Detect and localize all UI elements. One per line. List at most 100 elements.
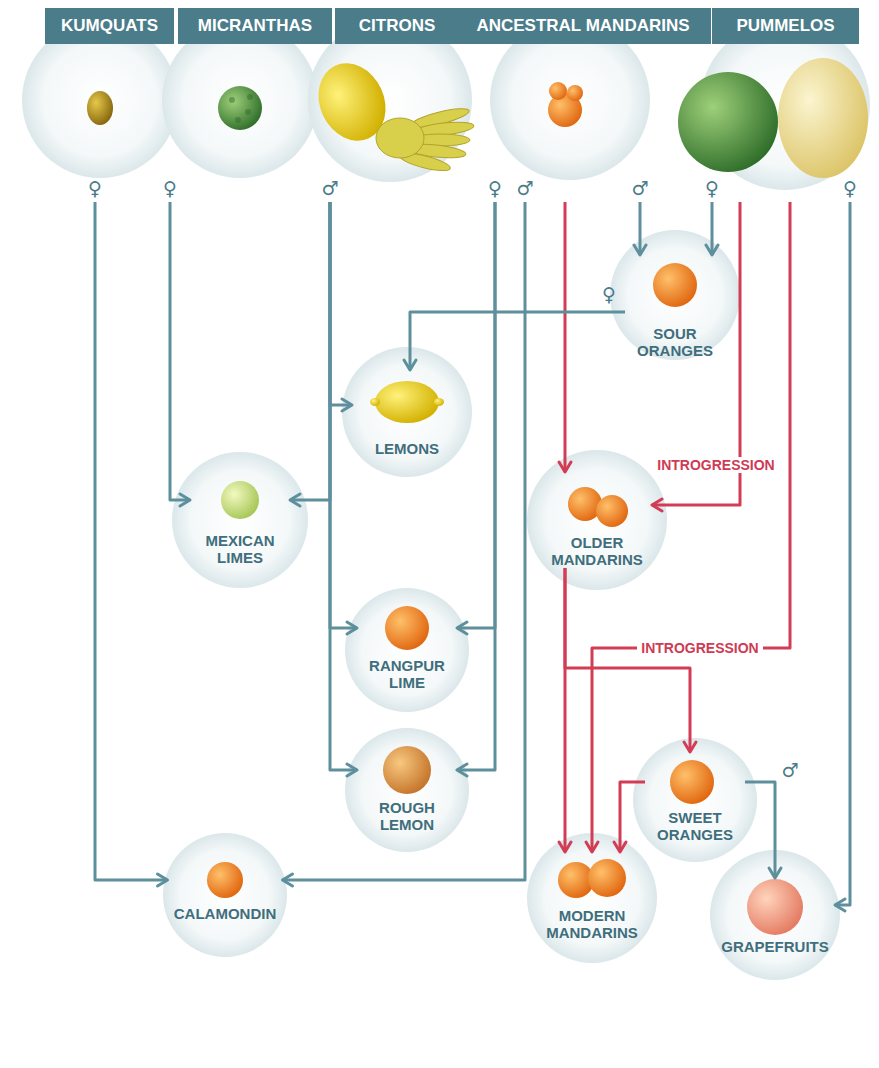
group-header: MICRANTHAS (165, 8, 332, 202)
arrow-head (706, 245, 718, 255)
connector-line (457, 202, 495, 770)
sex-symbol: ♀ (84, 176, 106, 200)
parent-connector (330, 202, 357, 776)
grapefruit-fruit (747, 879, 803, 935)
glow-circle (162, 22, 318, 178)
fruit-node: CALAMONDIN (168, 855, 283, 922)
sex-symbol: ♀ (839, 176, 861, 200)
glow-circle (527, 450, 667, 590)
fruit-nub (434, 398, 444, 406)
modern-mandarin-fruits (558, 859, 626, 898)
arrow-head (342, 399, 352, 411)
parent-connector (404, 312, 625, 370)
group-header: KUMQUATS (40, 8, 174, 202)
ancestral-mandarin-fruit (548, 82, 583, 127)
group-header: PUMMELOS (702, 8, 875, 202)
introgression-connector (565, 568, 696, 752)
pummelo-fruits (678, 58, 868, 178)
glow-circle (527, 833, 657, 963)
arrow-head (769, 868, 781, 878)
fruit-node: ROUGH LEMON (357, 742, 457, 833)
glow-circles (22, 18, 870, 980)
parent-connector (835, 202, 850, 911)
edge-label: INTROGRESSION (653, 457, 778, 473)
node-label: OLDER MANDARINS (542, 534, 652, 568)
older-mandarin-fruits (568, 487, 628, 527)
fruit-bump (229, 97, 235, 103)
arrow-head (347, 764, 357, 776)
connector-line (330, 202, 357, 770)
sex-symbol: ♂ (629, 176, 651, 200)
fruit-node: OLDER MANDARINS (542, 472, 652, 568)
node-label: MODERN MANDARINS (537, 907, 647, 941)
fruit-bump (235, 117, 241, 123)
arrow-head (290, 494, 300, 506)
arrow-head (614, 842, 626, 852)
connector-line (639, 202, 642, 255)
parent-connector (706, 202, 718, 255)
fruit-node: SOUR ORANGES (625, 255, 725, 359)
connector-line (457, 202, 495, 628)
connector-line (711, 202, 714, 255)
micrantha-fruit (218, 86, 262, 130)
fruit-bump (245, 109, 251, 115)
parent-connector (283, 202, 526, 886)
node-label: LEMONS (352, 440, 462, 457)
arrow-head (457, 764, 467, 776)
arrow-head (559, 842, 571, 852)
sex-symbol: ♂ (779, 758, 801, 782)
introgression-connector (559, 202, 571, 472)
group-header: CITRONS (327, 8, 459, 202)
glow-circle (490, 20, 650, 180)
mexican-lime-fruit (221, 481, 259, 519)
sex-symbol: ♀ (598, 282, 620, 306)
fruit-lobe (549, 82, 567, 100)
buddhas-hand-fruit (376, 105, 474, 174)
connector-line (620, 782, 645, 852)
fruit-node: GRAPEFRUITS (715, 878, 835, 955)
parent-connector (330, 202, 352, 411)
fruit-shape (87, 91, 113, 125)
sour-orange-fruit (653, 263, 697, 307)
sex-symbol: ♂ (514, 176, 536, 200)
connector-line (592, 202, 790, 852)
parent-connector (95, 202, 168, 886)
fruit-shape (375, 381, 439, 423)
fruit-lobe (567, 85, 583, 101)
rangpur-lime-fruit (385, 606, 429, 650)
glow-circle (22, 22, 178, 178)
arrow-head (347, 622, 357, 634)
node-label: GRAPEFRUITS (715, 938, 835, 955)
calamondin-fruit (207, 862, 243, 898)
connector-line (170, 202, 190, 500)
fruit-shape (596, 495, 628, 527)
sex-symbol: ♀ (484, 176, 506, 200)
glow-circle (163, 833, 287, 957)
arrow-head (457, 622, 467, 634)
hand-base (376, 118, 424, 158)
node-label: SWEET ORANGES (645, 809, 745, 843)
kumquat-fruit (87, 91, 113, 125)
sweet-orange-fruit (670, 760, 714, 804)
connector-line (745, 782, 775, 878)
arrow-head (283, 874, 293, 886)
connector-line (564, 202, 567, 472)
fruit-nub (370, 398, 380, 406)
connector-line (410, 312, 625, 370)
glow-circle (172, 452, 308, 588)
node-label: SOUR ORANGES (625, 325, 725, 359)
fruit-node: LEMONS (352, 370, 462, 457)
header-band: ANCESTRAL MANDARINS (455, 8, 711, 44)
arrow-head (684, 742, 696, 752)
fruit-shape (218, 86, 262, 130)
connector-line (565, 568, 690, 752)
lemon-fruit (370, 381, 444, 423)
fruit-node: RANGPUR LIME (357, 602, 457, 691)
node-label: ROUGH LEMON (357, 799, 457, 833)
node-label: MEXICAN LIMES (190, 532, 290, 566)
parent-connector (457, 202, 495, 634)
connector-line (330, 202, 357, 628)
edge-label: INTROGRESSION (637, 640, 762, 656)
